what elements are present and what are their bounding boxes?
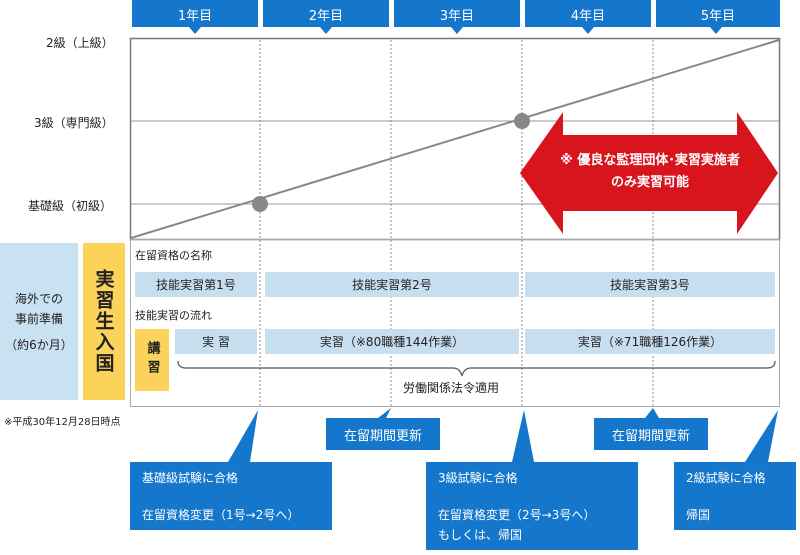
callout-grade3: 3級試験に合格 在留資格変更（2号→3号へ） もしくは、帰国 xyxy=(426,462,638,550)
year-banner-3 xyxy=(394,0,520,34)
year-label-5: 5年目 xyxy=(700,8,736,24)
renewal-pointer-1 xyxy=(378,408,391,418)
lecture-box: 講習 xyxy=(135,329,169,391)
entry-box: 実習生入国 xyxy=(83,243,125,400)
year-header xyxy=(132,0,780,34)
milestone-dot-1 xyxy=(252,196,268,212)
flow-item-1: 実 習 xyxy=(175,329,257,354)
grade-label-top: 2級（上級） xyxy=(46,36,114,50)
status-section-title: 在留資格の名称 xyxy=(135,249,212,262)
callout-pointer-grade3 xyxy=(512,410,534,462)
red-double-arrow xyxy=(520,112,778,234)
grade-label-low: 基礎級（初級） xyxy=(28,199,113,213)
pre-line1: 海外での xyxy=(14,291,63,306)
flow-section-title: 技能実習の流れ xyxy=(135,309,212,322)
red-arrow-line1: ※ 優良な監理団体･実習実施者 xyxy=(560,153,740,168)
renewal-box-1: 在留期間更新 xyxy=(326,418,440,450)
renewal-box-2: 在留期間更新 xyxy=(594,418,708,450)
date-note: ※平成30年12月28日時点 xyxy=(4,417,121,428)
callout-grade3-line2: 在留資格変更（2号→3号へ） xyxy=(438,508,596,522)
milestone-dot-2 xyxy=(514,113,530,129)
year-label-3: 3年目 xyxy=(439,8,475,24)
year-banner-1 xyxy=(132,0,258,34)
lecture-label: 講習 xyxy=(144,341,160,379)
callout-grade3-line3: もしくは、帰国 xyxy=(438,528,523,542)
renewal-pointer-2 xyxy=(645,408,659,418)
status-item-1: 技能実習第1号 xyxy=(135,272,257,297)
pre-departure-box: 海外での 事前準備 （約6か月） xyxy=(0,243,78,400)
status-item-2: 技能実習第2号 xyxy=(265,272,519,297)
red-arrow-line2: のみ実習可能 xyxy=(610,175,689,190)
year-label-2: 2年目 xyxy=(308,8,344,24)
callout-pointer-grade2 xyxy=(745,410,778,462)
callout-basic-line1: 基礎級試験に合格 xyxy=(142,471,239,485)
status-item-3: 技能実習第3号 xyxy=(525,272,775,297)
year-banner-4 xyxy=(525,0,651,34)
callout-basic: 基礎級試験に合格 在留資格変更（1号→2号へ） xyxy=(130,462,332,530)
entry-label: 実習生入国 xyxy=(92,269,115,374)
flow-item-3: 実習（※71職種126作業） xyxy=(525,329,775,354)
lower-panel xyxy=(130,239,780,407)
pre-line2: 事前準備 xyxy=(14,311,63,326)
flow-item-2: 実習（※80職種144作業） xyxy=(265,329,519,354)
callout-basic-line2: 在留資格変更（1号→2号へ） xyxy=(142,508,300,522)
progress-line xyxy=(130,39,780,239)
labor-law-brace xyxy=(177,360,776,377)
callout-grade2-line2: 帰国 xyxy=(686,508,711,522)
pre-line3: （約6か月） xyxy=(5,337,73,352)
callout-grade3-line1: 3級試験に合格 xyxy=(438,471,518,485)
callout-grade2-line1: 2級試験に合格 xyxy=(686,471,766,485)
callout-pointer-basic xyxy=(228,410,258,462)
grade-label-mid: 3級（専門級） xyxy=(34,116,114,130)
callout-grade2: 2級試験に合格 帰国 xyxy=(674,462,796,530)
year-label-4: 4年目 xyxy=(570,8,606,24)
red-arrow-text: ※ 優良な監理団体･実習実施者 のみ実習可能 xyxy=(528,150,772,194)
year-label-1: 1年目 xyxy=(177,8,213,24)
year-banner-5 xyxy=(656,0,780,34)
labor-law-label: 労働関係法令適用 xyxy=(403,381,500,395)
year-banner-2 xyxy=(263,0,389,34)
